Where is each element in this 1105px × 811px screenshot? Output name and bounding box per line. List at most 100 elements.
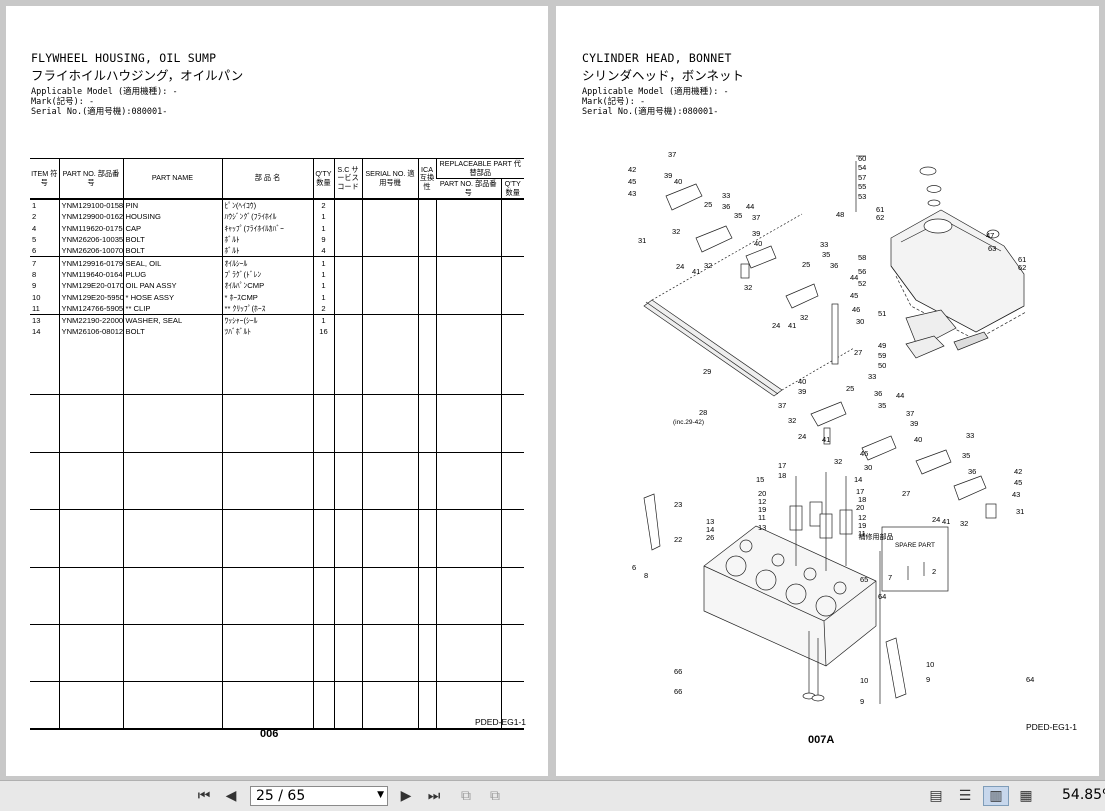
cell-empty	[312, 716, 334, 730]
cell-empty	[361, 658, 418, 671]
callout-label: 24	[676, 262, 684, 271]
cell-empty	[58, 360, 123, 372]
continuous-page-button[interactable]: ☰	[955, 786, 975, 806]
facing-page-icon: ▥	[989, 788, 1003, 804]
cell-empty	[417, 601, 436, 613]
cell-empty	[312, 451, 334, 464]
cell-empty	[361, 486, 418, 498]
cell-empty	[333, 440, 362, 453]
callout-label: 41	[942, 517, 950, 526]
cell-empty	[500, 705, 524, 717]
cell-empty	[30, 383, 59, 395]
callout-label: 39	[664, 171, 672, 180]
cell-empty	[417, 543, 436, 556]
cell-empty	[122, 716, 222, 730]
cell-empty	[312, 693, 334, 706]
facing-page-button[interactable]: ▥	[983, 786, 1009, 806]
cell-empty	[361, 612, 418, 625]
cell-empty	[221, 543, 313, 556]
callout-label: 25	[846, 384, 854, 393]
cell-empty	[417, 256, 436, 269]
cell-empty	[30, 475, 59, 486]
cell-empty	[122, 337, 222, 349]
cell-empty	[333, 590, 362, 602]
cell-empty	[435, 428, 501, 441]
cell-part: YNM129E20-01700	[58, 280, 123, 292]
next-page-button[interactable]: ▶	[396, 786, 416, 806]
cell-empty	[221, 590, 313, 602]
cell-empty	[333, 601, 362, 613]
cell-empty	[417, 578, 436, 591]
cell-empty	[417, 348, 436, 361]
cell-empty	[333, 337, 362, 349]
cell-empty	[333, 256, 362, 269]
cell-empty	[435, 211, 501, 223]
cell-empty	[333, 211, 362, 223]
cell-empty	[361, 543, 418, 556]
single-page-button[interactable]: ▤	[926, 786, 946, 806]
continuous-facing-button[interactable]: ▦	[1015, 786, 1037, 806]
cell-empty	[312, 463, 334, 476]
cell-empty	[221, 486, 313, 498]
cell-jp: ﾌﾟﾗｸﾞ(ﾄﾞﾚﾝ	[221, 268, 313, 281]
previous-page-button[interactable]: ◀	[221, 786, 241, 806]
last-page-button[interactable]: ⏭	[423, 786, 445, 806]
cell-empty	[312, 497, 334, 510]
cell-empty	[435, 566, 501, 579]
cell-jp: ｷｬｯﾌﾟ(ﾌﾗｲﾎｲﾙｶﾊﾞｰ	[221, 222, 313, 234]
callout-label: 32	[788, 416, 796, 425]
cell-empty	[361, 371, 418, 383]
cell-empty	[30, 360, 59, 371]
cell-empty	[312, 348, 334, 361]
cell-empty	[417, 705, 436, 717]
cell-empty	[333, 428, 362, 441]
page-select[interactable]: 25 / 65 ▼	[250, 786, 388, 806]
col-serial: SERIAL NO. 適用号機	[361, 158, 418, 199]
cell-empty	[417, 382, 436, 395]
callout-label: 55	[858, 182, 866, 191]
cell-empty	[500, 521, 524, 533]
cell-part: YNM119620-01750	[58, 222, 123, 234]
cell-empty	[221, 463, 313, 476]
cell-empty	[500, 658, 524, 671]
cell-empty	[58, 716, 123, 730]
callout-label: 25	[704, 200, 712, 209]
callout-label: 6	[632, 563, 636, 572]
cell-empty	[500, 716, 524, 730]
cell-jp: ﾋﾟﾝ(ﾍｲｺｳ)	[221, 198, 313, 212]
callout-label: 63	[988, 244, 996, 253]
cell-empty	[312, 647, 334, 659]
first-page-button[interactable]: ⏮	[193, 786, 215, 806]
cell-empty	[361, 360, 418, 372]
cell-empty	[417, 670, 436, 682]
cell-empty	[58, 440, 123, 453]
zoom-level[interactable]: 54.85%	[1062, 787, 1105, 803]
cell-empty	[361, 566, 418, 579]
callout-label: 61	[876, 205, 884, 214]
cell-empty	[333, 268, 362, 281]
callout-label: 35	[878, 401, 886, 410]
cell-empty	[500, 681, 524, 694]
cell-empty	[333, 521, 362, 533]
cell-item: 1	[30, 198, 59, 212]
callout-label: 30	[856, 317, 864, 326]
cell-qty: 16	[312, 326, 334, 338]
cell-empty	[122, 693, 222, 706]
col-sc: S.C サービス コード	[333, 158, 362, 199]
cell-empty	[30, 716, 59, 730]
cell-empty	[30, 338, 59, 349]
col-rep-qty: Q'TY 数量	[500, 178, 524, 199]
next-view-button[interactable]: ⧉	[484, 786, 506, 806]
cell-jp: ** ｸﾘｯﾌﾟ(ﾎｰｽ	[221, 302, 313, 315]
cell-empty	[58, 693, 123, 706]
cell-empty	[58, 521, 123, 533]
single-page-icon: ▤	[929, 788, 943, 804]
cell-empty	[333, 198, 362, 212]
cell-jp: ｵｲﾙｼｰﾙ	[221, 256, 313, 269]
cell-empty	[417, 612, 436, 625]
cell-empty	[58, 509, 123, 522]
previous-view-button[interactable]: ⧉	[455, 786, 477, 806]
cell-empty	[221, 440, 313, 453]
cell-empty	[312, 555, 334, 567]
